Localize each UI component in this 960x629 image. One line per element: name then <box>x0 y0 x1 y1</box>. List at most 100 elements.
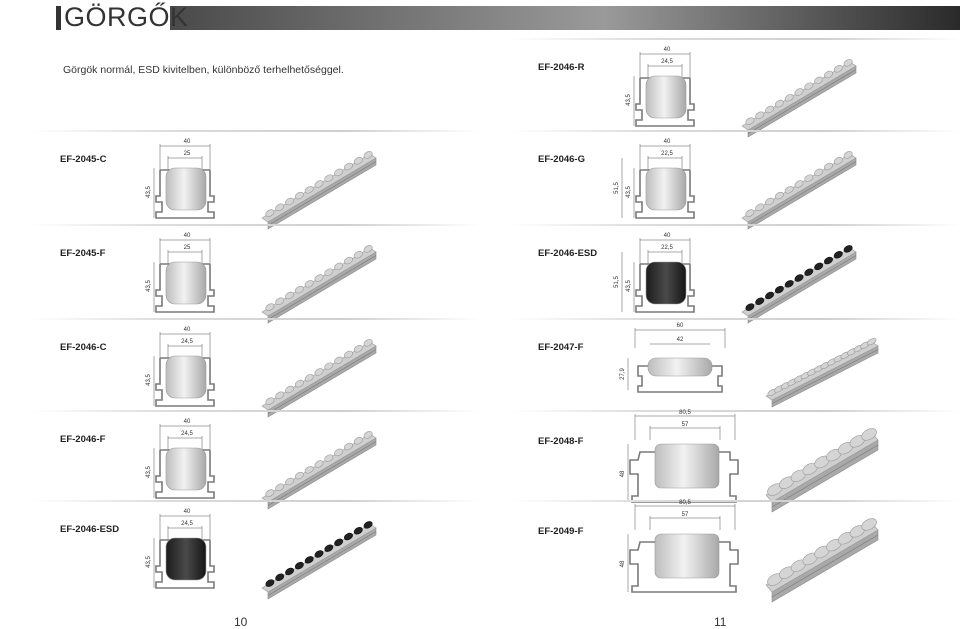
rail-roller <box>765 105 775 114</box>
rail-roller <box>304 556 314 564</box>
dimension-width: 40 <box>184 139 191 145</box>
rail-roller <box>304 280 314 288</box>
product-code: EF-2046-C <box>60 342 107 353</box>
rail-roller <box>804 268 814 276</box>
rail-roller <box>343 532 353 541</box>
rail-roller <box>353 156 363 165</box>
dimension-inner: 24,5 <box>181 431 193 437</box>
rail-3d-view <box>765 428 879 513</box>
rail-roller <box>363 245 373 253</box>
rail-roller <box>353 344 363 353</box>
rail-roller <box>334 262 344 271</box>
section-divider <box>510 410 960 412</box>
dimension-width: 40 <box>664 139 671 145</box>
rail-roller <box>745 117 755 125</box>
roller-shape <box>645 75 687 119</box>
rail-roller <box>774 191 784 200</box>
rail-3d-view <box>261 245 377 324</box>
rail-roller <box>866 338 877 346</box>
rail-roller <box>765 291 775 300</box>
dimension-height: 43,5 <box>146 556 152 568</box>
rail-roller <box>784 186 794 194</box>
rail-roller <box>755 111 765 120</box>
product-code: EF-2045-F <box>60 248 106 259</box>
dimension-inner: 24,5 <box>181 339 193 345</box>
rail-roller <box>823 70 833 79</box>
section-divider <box>30 130 480 132</box>
dimension-width: 40 <box>184 327 191 333</box>
dimension-width: 40 <box>184 233 191 239</box>
rail-roller <box>755 297 765 306</box>
rail-roller <box>265 579 275 587</box>
rail-roller <box>343 442 353 451</box>
roller-shape <box>165 537 207 581</box>
rail-roller <box>285 291 295 300</box>
rail-roller <box>343 162 353 171</box>
product-code: EF-2046-ESD <box>60 524 120 535</box>
dimension-extra-height: 51,5 <box>614 276 620 288</box>
rail-roller <box>861 518 877 531</box>
dimension-height: 43,5 <box>146 186 152 198</box>
rail-3d-view <box>741 59 857 138</box>
rail-roller <box>314 460 324 468</box>
rail-roller <box>294 191 304 200</box>
rail-3d-view <box>765 518 879 603</box>
rail-roller <box>823 162 833 171</box>
rail-roller <box>285 197 295 206</box>
rail-roller <box>275 573 285 582</box>
rail-roller <box>843 245 853 253</box>
rail-roller <box>353 526 363 535</box>
header-accent <box>56 6 61 30</box>
rail-roller <box>353 250 363 259</box>
roller-shape <box>165 447 207 491</box>
rail-roller <box>285 385 295 394</box>
dimension-inner: 22,5 <box>661 151 673 157</box>
rail-roller <box>275 203 285 212</box>
dimension-width: 60 <box>677 323 684 329</box>
roller-shape <box>645 261 687 305</box>
product-code: EF-2048-F <box>538 436 584 447</box>
product-code: EF-2046-G <box>538 154 585 165</box>
section-divider <box>510 500 960 502</box>
product-code: EF-2047-F <box>538 342 584 353</box>
dimension-width: 40 <box>664 233 671 239</box>
rail-roller <box>363 151 373 159</box>
page-number-left: 10 <box>234 615 248 629</box>
roller-shape <box>165 261 207 305</box>
rail-roller <box>774 285 784 294</box>
dimension-height: 43,5 <box>146 466 152 478</box>
rail-roller <box>745 209 755 217</box>
rail-roller <box>275 297 285 306</box>
rail-roller <box>804 174 814 182</box>
rail-3d-view <box>765 338 879 408</box>
rail-roller <box>843 59 853 67</box>
rail-roller <box>304 466 314 474</box>
rail-roller <box>794 180 804 188</box>
dimension-width: 40 <box>184 419 191 425</box>
dimension-inner: 22,5 <box>661 245 673 251</box>
rail-3d-view <box>261 431 377 510</box>
rail-roller <box>343 256 353 265</box>
rail-roller <box>314 368 324 376</box>
rail-roller <box>314 274 324 282</box>
rail-roller <box>334 448 344 457</box>
rail-3d-view <box>741 245 857 324</box>
roller-shape <box>654 443 720 489</box>
